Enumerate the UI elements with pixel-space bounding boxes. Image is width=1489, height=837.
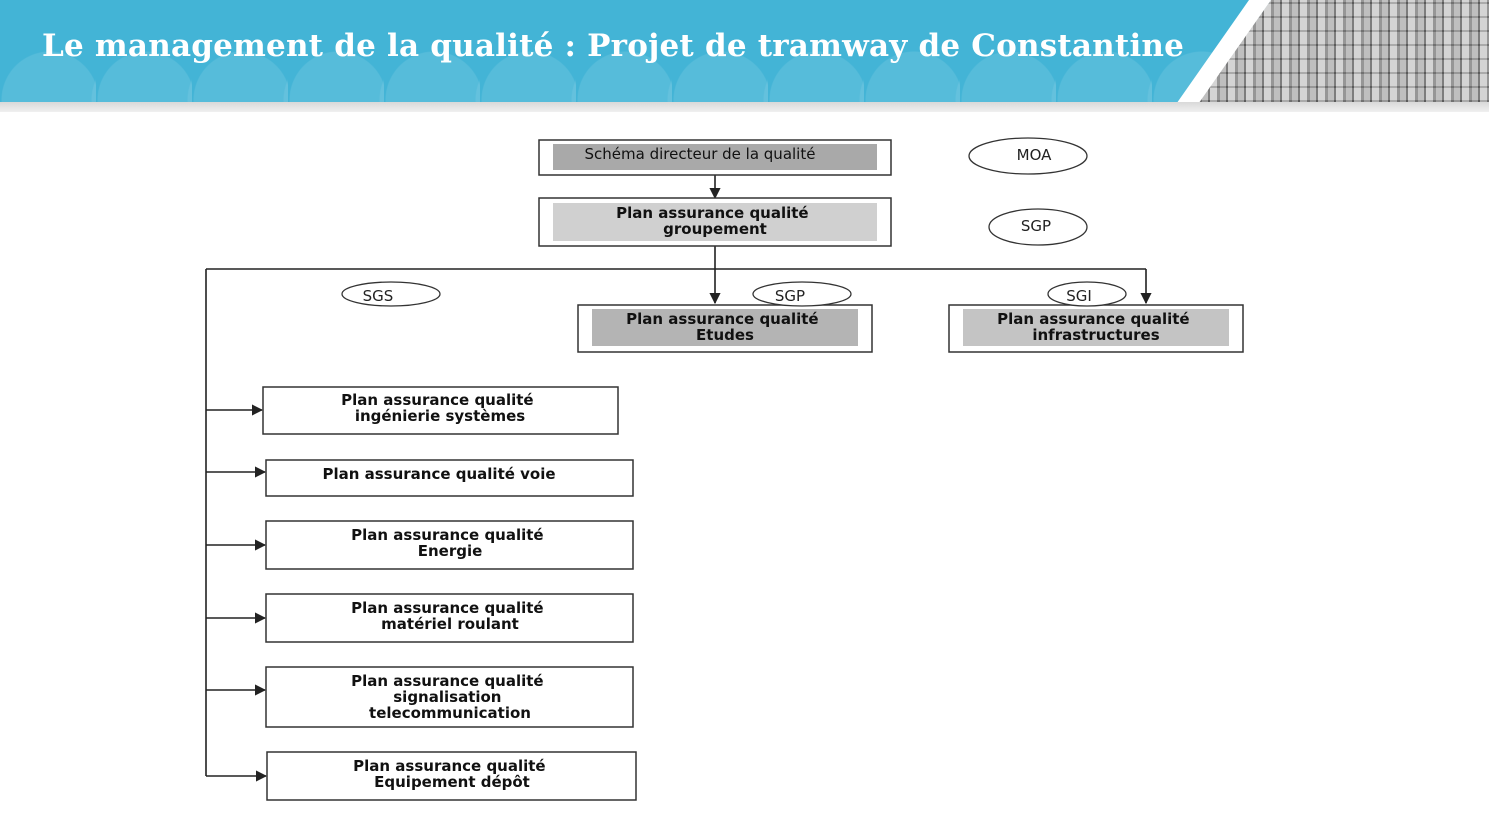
- node-materiel-text: Plan assurance qualité matériel roulant: [351, 599, 549, 633]
- label-moa-text: MOA: [1017, 146, 1052, 164]
- node-ingenierie-text: Plan assurance qualité ingénierie systèm…: [341, 391, 539, 425]
- node-voie: Plan assurance qualité voie: [265, 459, 634, 497]
- node-infrastructures-text: Plan assurance qualité infrastructures: [997, 310, 1195, 344]
- node-etudes-text: Plan assurance qualité Etudes: [626, 310, 824, 344]
- label-sgp-etudes: SGP: [752, 281, 852, 307]
- node-signalisation: Plan assurance qualité signalisation tel…: [265, 666, 634, 728]
- slide-title: Le management de la qualité : Projet de …: [42, 28, 1185, 64]
- node-energie-text: Plan assurance qualité Energie: [351, 526, 549, 560]
- label-sgi-text: SGI: [1066, 287, 1092, 305]
- node-groupement-text: Plan assurance qualité groupement: [616, 204, 814, 238]
- node-energie: Plan assurance qualité Energie: [265, 520, 634, 570]
- construction-photo: [1199, 0, 1489, 102]
- header-divider: [0, 102, 1489, 112]
- node-infrastructures: Plan assurance qualité infrastructures: [948, 304, 1244, 353]
- node-etudes: Plan assurance qualité Etudes: [577, 304, 873, 353]
- header-pattern: [0, 0, 1300, 102]
- label-sgs: SGS: [341, 281, 441, 307]
- node-signalisation-text: Plan assurance qualité signalisation tel…: [351, 672, 549, 722]
- node-equipement-text: Plan assurance qualité Equipement dépôt: [353, 757, 551, 791]
- node-materiel: Plan assurance qualité matériel roulant: [265, 593, 634, 643]
- node-schema: Schéma directeur de la qualité: [538, 139, 892, 176]
- label-sgp-etudes-text: SGP: [775, 287, 805, 305]
- connectors: [205, 175, 1152, 782]
- node-ingenierie: Plan assurance qualité ingénierie systèm…: [262, 386, 619, 435]
- label-sgs-text: SGS: [363, 287, 394, 305]
- node-equipement: Plan assurance qualité Equipement dépôt: [266, 751, 637, 801]
- label-sgp-top-text: SGP: [1021, 217, 1051, 235]
- node-schema-text: Schéma directeur de la qualité: [585, 145, 816, 163]
- label-sgp-top: SGP: [988, 208, 1088, 246]
- node-voie-text: Plan assurance qualité voie: [322, 465, 555, 483]
- slide-header: Le management de la qualité : Projet de …: [0, 0, 1489, 102]
- node-groupement: Plan assurance qualité groupement: [538, 197, 892, 247]
- label-moa: MOA: [968, 137, 1088, 175]
- label-sgi: SGI: [1047, 281, 1127, 307]
